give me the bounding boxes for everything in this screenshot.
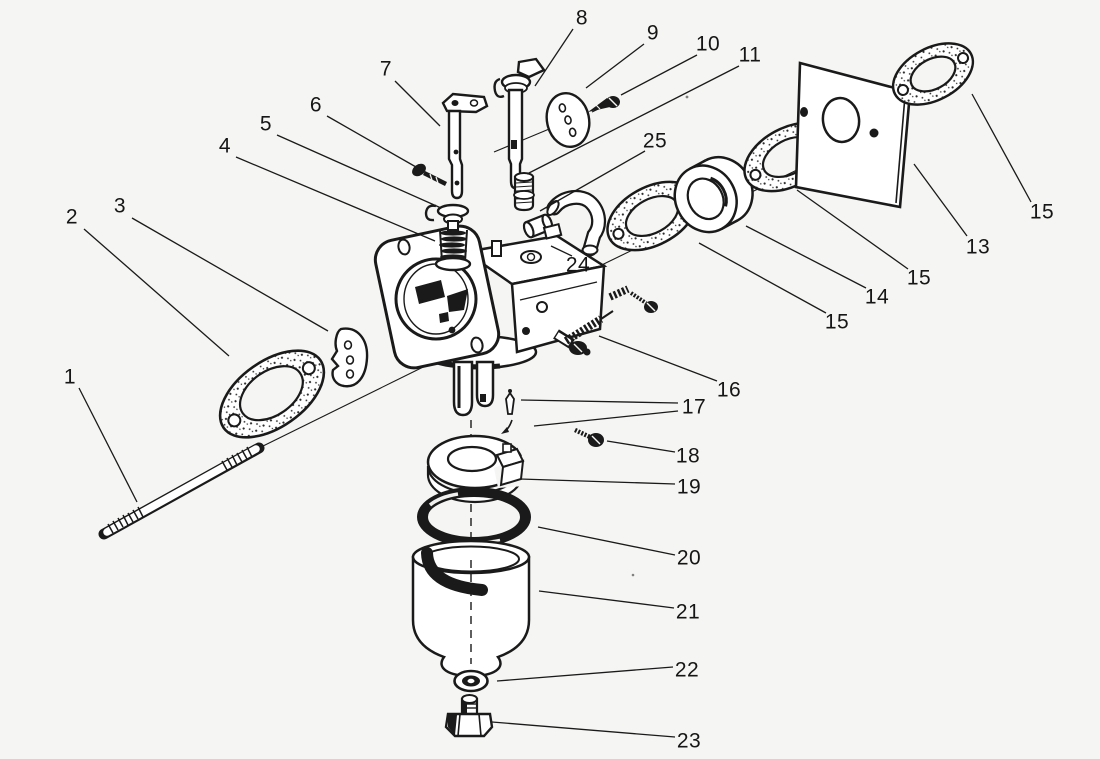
leader-line-13 <box>913 163 968 237</box>
throttle-lever-blade <box>415 280 445 304</box>
callout-15-16: 15 <box>907 267 931 290</box>
part-bowl-screw <box>574 427 604 447</box>
part-carburetor-body <box>373 223 608 417</box>
callout-16-18: 16 <box>717 379 741 402</box>
part-throttle-shaft <box>441 92 489 200</box>
callout-6-5: 6 <box>310 94 322 117</box>
leader-line-14 <box>745 225 867 289</box>
part-float-bowl <box>411 539 531 678</box>
callout-24-12: 24 <box>566 254 590 277</box>
part-bowl-oring <box>417 487 531 547</box>
leader-line-19 <box>519 478 676 485</box>
leader-line-17 <box>520 399 679 404</box>
callout-15-17: 15 <box>825 311 849 334</box>
part-choke-shaft <box>493 57 546 190</box>
leader-line-25 <box>539 150 646 212</box>
leader-line-15 <box>698 242 827 314</box>
part-float-needle <box>501 389 515 434</box>
leader-line-3 <box>131 217 329 332</box>
leader-line-18 <box>606 440 676 453</box>
callout-17-19: 17 <box>682 396 706 419</box>
leader-line-11 <box>526 65 740 175</box>
callout-20-22: 20 <box>677 547 701 570</box>
callout-13-13: 13 <box>966 236 990 259</box>
leader-line-7 <box>394 80 441 127</box>
part-main-nozzle <box>513 172 535 212</box>
part-choke-plate <box>545 92 591 148</box>
leader-line-4 <box>235 156 436 242</box>
stud-threads <box>107 446 253 534</box>
insertion-arrow <box>501 427 509 434</box>
part-bowl-nut-washer <box>453 669 489 693</box>
leader-line-5 <box>276 134 442 209</box>
leader-line-8 <box>534 28 574 87</box>
callout-22-24: 22 <box>675 659 699 682</box>
callout-19-21: 19 <box>677 476 701 499</box>
part-spacer <box>673 155 754 234</box>
leader-line-15 <box>971 93 1032 203</box>
leader-line-2 <box>83 228 230 357</box>
leader-line-1 <box>78 387 138 503</box>
part-insulator-gasket-3 <box>891 42 975 106</box>
callout-10-9: 10 <box>696 33 720 56</box>
leader-line-17 <box>533 410 679 427</box>
part-screw-6 <box>412 163 448 187</box>
part-idle-speed-screw-spring <box>608 285 658 313</box>
leader-line-22 <box>496 666 674 682</box>
callout-2-1: 2 <box>66 206 78 229</box>
part-choke-plate-screw <box>588 96 620 112</box>
callout-3-2: 3 <box>114 195 126 218</box>
callout-14-14: 14 <box>865 286 889 309</box>
leader-line-15 <box>796 189 909 270</box>
leader-line-20 <box>537 526 676 556</box>
leader-line-24 <box>550 245 573 257</box>
part-bowl-nut <box>444 694 494 738</box>
part-throttle-spring <box>563 310 614 345</box>
callout-18-20: 18 <box>676 445 700 468</box>
leader-line-9 <box>585 43 645 89</box>
leader-line-21 <box>538 590 675 609</box>
callout-11-10: 11 <box>739 44 762 67</box>
callout-23-25: 23 <box>677 730 701 753</box>
callout-7-6: 7 <box>380 58 392 81</box>
callout-1-0: 1 <box>64 366 76 389</box>
leader-line-23 <box>491 721 676 738</box>
leader-line-10 <box>620 54 698 96</box>
part-heat-shield-plate <box>794 61 912 209</box>
part-stud-bolt <box>98 442 265 540</box>
part-idle-mixture-screw <box>424 203 472 272</box>
part-elbow-tube <box>546 189 606 257</box>
callout-21-23: 21 <box>676 601 700 624</box>
callout-15-15: 15 <box>1030 201 1054 224</box>
leader-line-16 <box>598 335 718 382</box>
callout-4-3: 4 <box>219 135 231 158</box>
leader-line-6 <box>326 115 417 168</box>
callout-5-4: 5 <box>260 113 272 136</box>
callout-9-8: 9 <box>647 22 659 45</box>
callout-8-7: 8 <box>576 7 588 30</box>
callout-25-11: 25 <box>643 130 667 153</box>
part-throttle-plate <box>330 327 369 388</box>
part-mounting-gasket <box>218 349 326 439</box>
